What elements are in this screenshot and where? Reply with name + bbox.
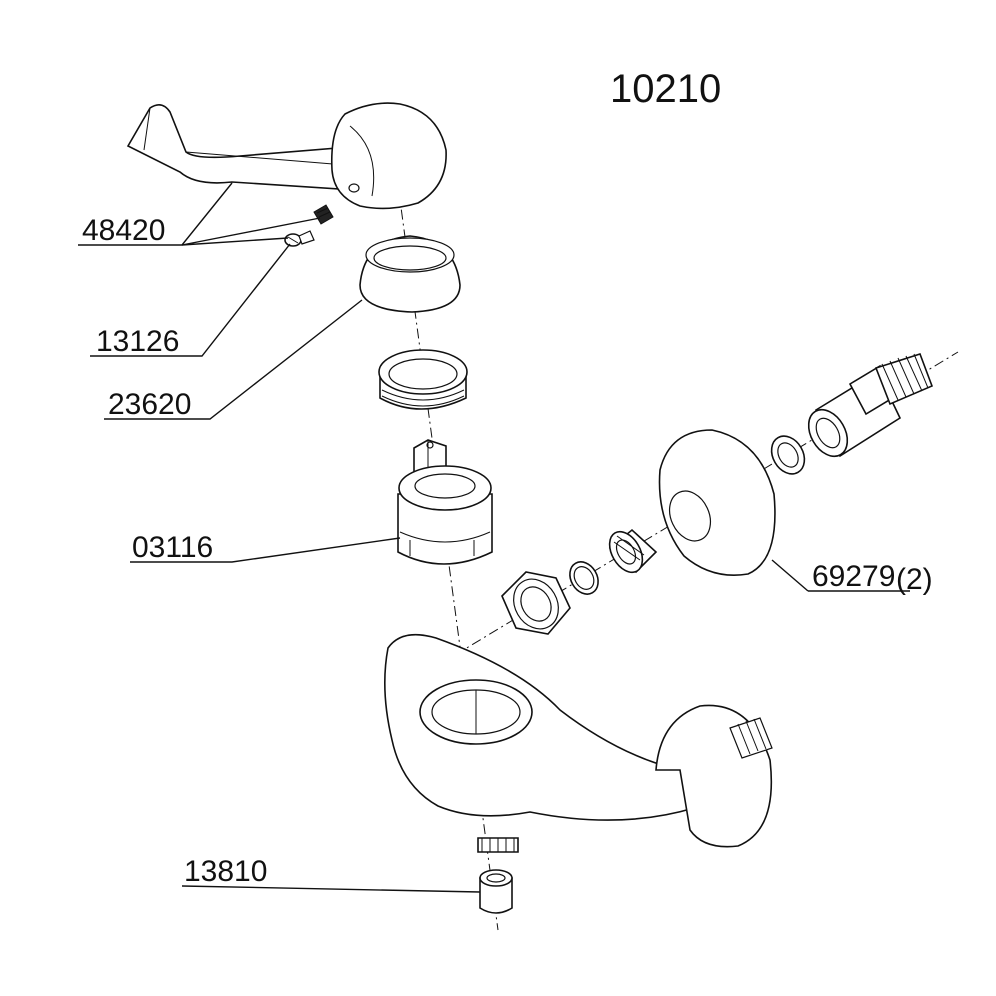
union-connector [608, 528, 658, 574]
retaining-nut [378, 349, 468, 410]
label-69279-quantity: (2) [896, 563, 933, 596]
mixer-body [384, 633, 773, 853]
cartridge [397, 439, 493, 565]
o-ring [569, 561, 599, 595]
grub-screw [313, 204, 334, 225]
flat-washer-upper [770, 435, 806, 475]
label-03116: 03116 [132, 531, 213, 564]
threaded-inlet-fitting [807, 353, 934, 458]
label-23620: 23620 [108, 388, 191, 421]
escutcheon-cap [359, 235, 461, 313]
wall-flange [658, 429, 776, 576]
hex-nut [501, 571, 571, 635]
label-48420: 48420 [82, 214, 165, 247]
leader-lines [78, 182, 910, 893]
slotted-screw [284, 230, 315, 247]
label-13126: 13126 [96, 325, 179, 358]
label-13810: 13810 [184, 855, 267, 888]
handle-lever [126, 102, 447, 210]
outlet-adapter [479, 869, 513, 914]
model-number: 10210 [610, 67, 721, 111]
label-69279: 69279 [812, 560, 895, 593]
